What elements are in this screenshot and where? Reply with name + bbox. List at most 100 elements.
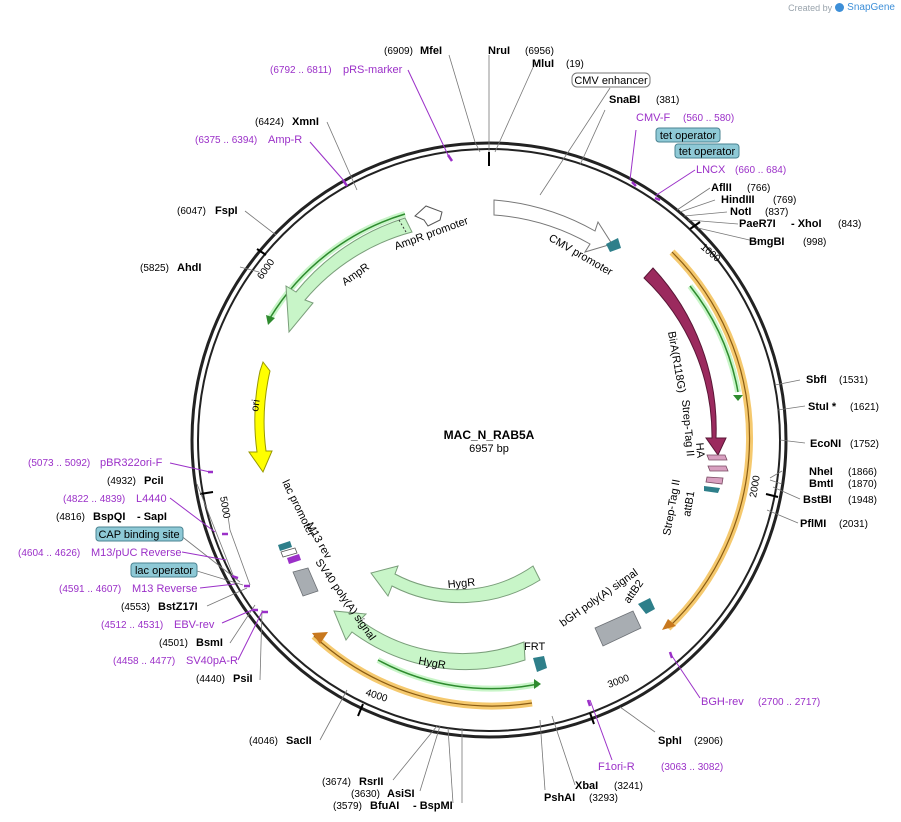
site-name: SnaBI bbox=[609, 94, 640, 106]
primer-leader-lines bbox=[169, 69, 701, 761]
tick-4000 bbox=[357, 703, 364, 717]
site-name: EcoNI bbox=[810, 438, 841, 450]
site-pos: (4501) bbox=[159, 638, 188, 649]
site-pos: (2031) bbox=[839, 519, 868, 530]
primer-pos: (3063 .. 3082) bbox=[661, 762, 723, 773]
tet-operator-marker bbox=[606, 238, 621, 252]
leader-lines bbox=[179, 54, 806, 804]
label-hygr-outer: HygR bbox=[417, 655, 446, 672]
svg-text:CMV enhancer: CMV enhancer bbox=[574, 75, 648, 87]
svg-text:CAP binding site: CAP binding site bbox=[98, 529, 179, 541]
label-lac-promoter: lac promoter bbox=[279, 478, 317, 539]
site-pos: (1870) bbox=[848, 479, 877, 490]
strep-tag-2-marker bbox=[705, 476, 724, 485]
lac-promoter-marker bbox=[280, 547, 298, 558]
cmv-promoter-arrow bbox=[493, 199, 613, 253]
label-birA: BirA(R118G) bbox=[665, 330, 688, 393]
tick-marks bbox=[199, 152, 779, 725]
site-name: - BspMI bbox=[413, 800, 453, 812]
orange-band-right-arrowhead bbox=[662, 619, 676, 630]
site-name: SbfI bbox=[806, 374, 827, 386]
site-pos: (1621) bbox=[850, 402, 879, 413]
ampr-promoter-arrow bbox=[414, 205, 443, 227]
primer-name: M13/pUC Reverse bbox=[91, 547, 181, 559]
birA-arrow bbox=[643, 267, 727, 456]
primer-pos: (6792 .. 6811) bbox=[270, 65, 332, 76]
bgh-polyA-block bbox=[594, 610, 642, 647]
site-name: PsiI bbox=[233, 673, 253, 685]
site-name: BmtI bbox=[809, 478, 833, 490]
primer-name: M13 Reverse bbox=[132, 583, 197, 595]
site-name: XbaI bbox=[575, 780, 598, 792]
site-name: SphI bbox=[658, 735, 682, 747]
hygr-outer-arrow bbox=[333, 610, 526, 671]
site-pos: (3293) bbox=[589, 793, 618, 804]
site-name: XmnI bbox=[292, 116, 319, 128]
label-strep-tag-2: Strep-Tag II bbox=[661, 478, 683, 536]
svg-text:tet operator: tet operator bbox=[679, 146, 736, 158]
box-lac-operator: lac operator bbox=[130, 562, 198, 578]
primer-pos: (560 .. 580) bbox=[683, 113, 734, 124]
ampr-arrow bbox=[285, 217, 413, 334]
orange-band-bottom-core bbox=[313, 635, 533, 707]
site-name: AhdI bbox=[177, 262, 201, 274]
frt-marker bbox=[533, 656, 547, 672]
site-name: PflMI bbox=[800, 518, 826, 530]
site-name: BsmI bbox=[196, 637, 223, 649]
primer-name: pBR322ori-F bbox=[100, 457, 163, 469]
site-pos: (1752) bbox=[850, 439, 879, 450]
snapgene-credit: Created by SnapGene bbox=[788, 2, 895, 13]
site-name: NotI bbox=[730, 206, 751, 218]
tick-5000 bbox=[199, 491, 214, 495]
site-name: PaeR7I bbox=[739, 218, 776, 230]
site-name: MluI bbox=[532, 58, 554, 70]
site-pos: (6909) bbox=[384, 46, 413, 57]
site-name: StuI * bbox=[808, 401, 837, 413]
tick-label-2000: 2000 bbox=[748, 474, 763, 498]
sv40-polyA-block bbox=[292, 567, 319, 597]
tick-3000 bbox=[589, 712, 595, 725]
primer-pos: (660 .. 684) bbox=[735, 165, 786, 176]
site-pos: (2906) bbox=[694, 736, 723, 747]
tick-1000 bbox=[689, 221, 701, 230]
plasmid-size: 6957 bp bbox=[469, 443, 509, 455]
primer-name: F1ori-R bbox=[598, 761, 635, 773]
tick-label-5000: 5000 bbox=[217, 496, 232, 520]
site-pos: (769) bbox=[773, 195, 796, 206]
label-frt: FRT bbox=[524, 641, 545, 653]
label-attB1: attB1 bbox=[681, 490, 697, 517]
site-pos: (4440) bbox=[196, 674, 225, 685]
tick-2000 bbox=[765, 493, 779, 498]
primer-pos: (4591 .. 4607) bbox=[59, 584, 121, 595]
attB1-marker bbox=[704, 486, 720, 493]
hygr-inner-arrow bbox=[370, 565, 541, 604]
orange-band-bottom bbox=[311, 633, 533, 710]
site-pos: (4816) bbox=[56, 512, 85, 523]
tick-6000 bbox=[256, 248, 267, 256]
site-pos: (3241) bbox=[614, 781, 643, 792]
primer-name: LNCX bbox=[696, 164, 726, 176]
primer-markers bbox=[208, 154, 674, 707]
site-name: HindIII bbox=[721, 194, 755, 206]
primer-labels: (6792 .. 6811) pRS-marker (6375 .. 6394)… bbox=[18, 64, 820, 773]
green-line-bottom-arrowhead bbox=[534, 679, 541, 689]
site-name: AflII bbox=[711, 182, 732, 194]
site-pos: (1948) bbox=[848, 495, 877, 506]
site-name: AsiSI bbox=[387, 788, 415, 800]
primer-name: SV40pA-R bbox=[186, 655, 238, 667]
green-line-right-core bbox=[689, 285, 739, 393]
site-pos: (4553) bbox=[121, 602, 150, 613]
green-line-left-arrowhead bbox=[266, 315, 275, 325]
ori-arrow bbox=[248, 360, 273, 474]
primer-name: Amp-R bbox=[268, 134, 302, 146]
site-pos: (4932) bbox=[107, 476, 136, 487]
attB2-marker bbox=[638, 598, 655, 614]
tick-label-3000: 3000 bbox=[606, 673, 631, 691]
green-line-right-arrowhead bbox=[733, 395, 743, 401]
primer-pos: (4822 .. 4839) bbox=[63, 494, 125, 505]
tick-label-4000: 4000 bbox=[364, 687, 389, 704]
primer-pos: (6375 .. 6394) bbox=[195, 135, 257, 146]
credit-brand: SnapGene bbox=[847, 2, 895, 13]
ha-marker bbox=[707, 465, 729, 472]
primer-name: CMV-F bbox=[636, 112, 671, 124]
